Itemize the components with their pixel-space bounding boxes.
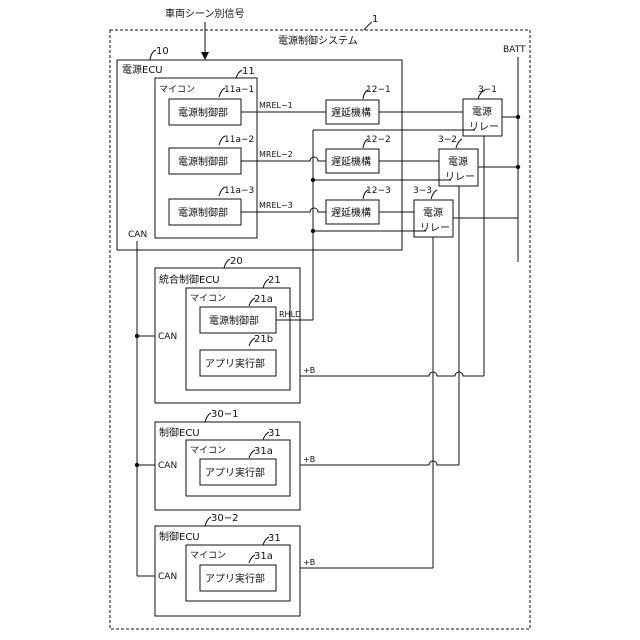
control-unit-3-label: 電源制御部 [178,206,228,219]
relay-3-line1: 電源 [423,206,443,219]
control-ecu-2-micon-title: マイコン [190,551,226,561]
input-signal-label: 車両シーン別信号 [165,7,245,20]
integrated-app-label: アプリ実行部 [205,357,265,370]
relay-1-ref: 3−1 [478,85,497,95]
control-unit-1-label: 電源制御部 [178,106,228,119]
power-ecu-title: 電源ECU [122,63,163,76]
integrated-ecu-ref: 20 [230,256,243,267]
batt-junction-2 [516,165,520,169]
integrated-power-ref: 21a [254,294,273,305]
batt-junction-1 [516,115,520,119]
control-ecu-1-plus-b-line [300,461,459,465]
control-unit-2-label: 電源制御部 [178,155,228,168]
rhld-junction-3 [311,229,315,233]
control-ecu-2-micon-ref: 31 [268,533,281,544]
can-junction-integrated [135,334,139,338]
relay-2-line2: リレー [445,172,475,183]
integrated-power-label: 電源制御部 [209,314,259,327]
micon-ref: 11 [242,66,255,77]
system-title: 電源制御システム [278,34,358,47]
relay-2-line1: 電源 [448,155,468,168]
control-ecu-1-plus-b-label: +B [303,455,315,464]
integrated-app-ref: 21b [254,334,273,345]
integrated-micon-title: マイコン [190,294,226,304]
can-bus-label: CAN [128,230,147,240]
control-ecu-2-ref: 30−2 [211,513,238,524]
integrated-plus-b-line [300,372,484,376]
control-ecu-2-app-ref: 31a [254,551,273,562]
mrel-2-label: MREL−2 [259,150,293,159]
control-ecu-2-can-label: CAN [158,572,177,582]
control-ecu-1-micon-title: マイコン [190,446,226,456]
micon-title: マイコン [159,85,195,95]
delay-2-label: 遅延機構 [331,155,371,168]
relay-3-ref: 3−3 [413,186,432,196]
relay-3-line2: リレー [420,223,450,234]
control-ecu-2-title: 制御ECU [159,530,200,543]
delay-3-label: 遅延機構 [331,206,371,219]
control-unit-1-ref: 11a−1 [224,85,254,95]
can-junction-control-1 [135,463,139,467]
control-ecu-1-can-label: CAN [158,461,177,471]
integrated-ecu-title: 統合制御ECU [159,273,220,286]
power-ecu-ref: 10 [156,46,169,57]
delay-1-ref: 12−1 [366,85,391,95]
control-ecu-2-app-label: アプリ実行部 [205,572,265,585]
relay-1-line1: 電源 [472,105,492,118]
delay-2-ref: 12−2 [366,135,391,145]
integrated-ecu-can-label: CAN [158,332,177,342]
control-ecu-2-plus-b-label: +B [303,558,315,567]
rhld-junction-2 [311,178,315,182]
relay-2-ref: 3−2 [438,135,457,145]
rhld-label: RHLD [279,310,301,319]
relay-1-line2: リレー [469,122,499,133]
delay-1-label: 遅延機構 [331,106,371,119]
control-ecu-1-app-label: アプリ実行部 [205,466,265,479]
control-unit-3-ref: 11a−3 [224,186,254,196]
mrel-3-label: MREL−3 [259,201,293,210]
integrated-micon-ref: 21 [268,275,281,286]
control-ecu-1-app-ref: 31a [254,446,273,457]
control-ecu-1-micon-ref: 31 [268,428,281,439]
integrated-plus-b-label: +B [303,366,315,375]
mrel-1-label: MREL−1 [259,101,293,110]
control-ecu-1-ref: 30−1 [211,409,238,420]
delay-3-ref: 12−3 [366,186,391,196]
control-ecu-1-title: 制御ECU [159,426,200,439]
system-ref: 1 [372,14,378,25]
batt-label: BATT [503,45,526,55]
system-ref-leader [364,22,372,30]
control-unit-2-ref: 11a−2 [224,135,254,145]
input-signal-arrowhead [201,52,209,60]
